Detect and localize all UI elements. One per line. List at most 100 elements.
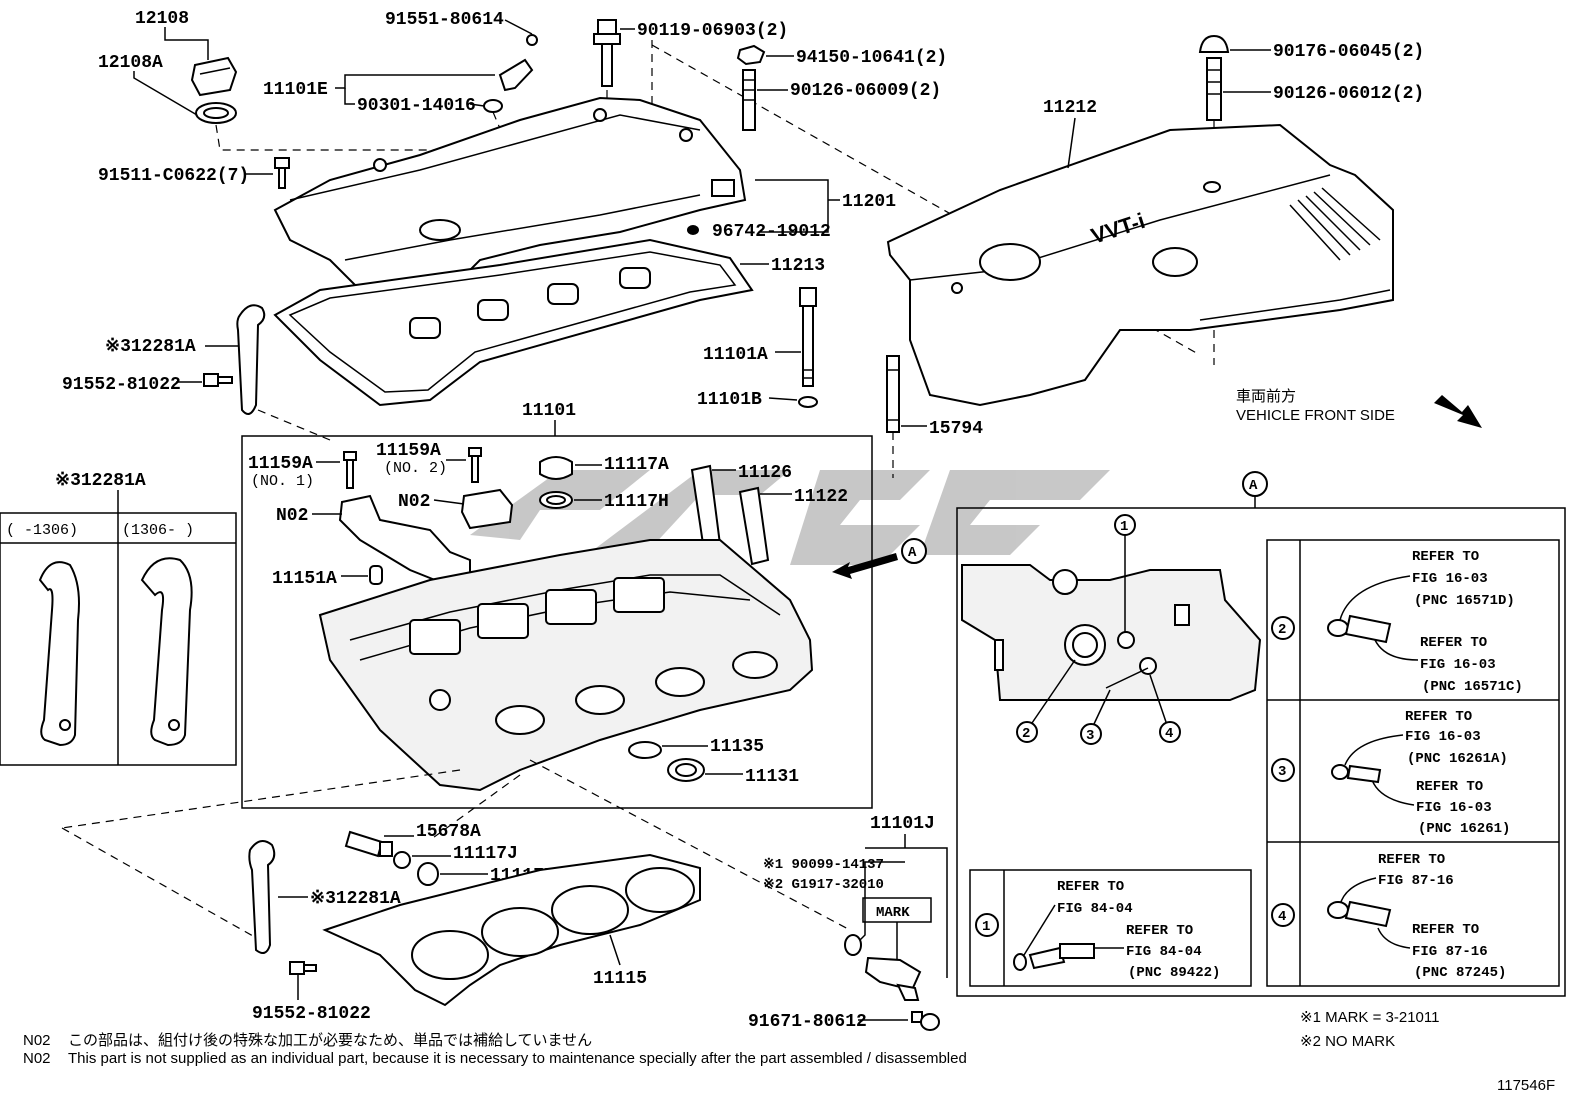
vehicle-front-arrow (1434, 395, 1482, 428)
label-12281A-lower: ※312281A (310, 889, 401, 909)
left-col2-header: (1306- ) (122, 522, 194, 539)
refs-table (1266, 539, 1560, 987)
cam-bearing-cap-N02-2 (460, 488, 514, 530)
label-11101J: 11101J (870, 814, 935, 834)
label-12281A-left: ※312281A (55, 471, 146, 491)
ref-row-1-fig2: FIG 84-04 (1126, 944, 1202, 960)
ref-row-3-pnc1: (PNC 16261A) (1407, 751, 1508, 767)
ref-row-1-ref1: REFER TO (1057, 879, 1124, 895)
label-91671-80612: 91671-80612 (748, 1012, 867, 1032)
label-90301-14016: 90301-14016 (357, 96, 476, 116)
stud-90126-06012 (1206, 57, 1222, 121)
plug-11117A (539, 456, 573, 480)
note-en-text: This part is not supplied as an individu… (68, 1050, 967, 1067)
bolt-90119 (593, 19, 621, 87)
label-11117H: 11117H (604, 492, 669, 512)
bolt-91511 (274, 157, 290, 189)
note-jp-text: この部品は、組付け後の特殊な加工が必要なため、単品では補給していません (68, 1031, 592, 1049)
ref-row-2-ref2: REFER TO (1420, 635, 1487, 651)
label-96742-19012: 96742-19012 (712, 222, 831, 242)
seal-11131 (667, 758, 705, 782)
label-90126-06009: 90126-06009(2) (790, 81, 941, 101)
label-11151A: 11151A (272, 569, 337, 589)
ref-row-4-ref2: REFER TO (1412, 922, 1479, 938)
ref-row-3-num: 3 (1278, 764, 1286, 780)
ref-row-3-fig2: FIG 16-03 (1416, 800, 1492, 816)
label-90126-06012: 90126-06012(2) (1273, 84, 1424, 104)
guide-11122 (738, 486, 770, 566)
label-91551-80614: 91551-80614 (385, 10, 504, 30)
ref-row-4-fig1: FIG 87-16 (1378, 873, 1454, 889)
hanger-variants-box (0, 512, 237, 766)
ref-row-4-ref1: REFER TO (1378, 852, 1445, 868)
bolt-91552-lower (289, 961, 317, 975)
gasket-11117H (539, 491, 573, 509)
sensor-11101E (483, 34, 538, 113)
hanger-variant-before-1306 (38, 561, 80, 747)
mark-note-2: ※2 NO MARK (1300, 1033, 1395, 1050)
gasket-11117J (393, 851, 411, 869)
figure-number: 117546F (1497, 1077, 1555, 1094)
label-11159A-no1: 11159A (248, 454, 313, 474)
label-N02-2: N02 (398, 492, 430, 512)
ref-row-1-pnc2: (PNC 89422) (1128, 965, 1220, 981)
label-91552-81022-lower: 91552-81022 (252, 1004, 371, 1024)
head-bolt-11101A (799, 287, 817, 387)
pin-11151A (369, 565, 383, 585)
label-11159A-no2-sub: (NO. 2) (384, 460, 447, 477)
cam-bearing-cap-N02-1 (338, 494, 471, 584)
ref-row-3: 3 REFER TO FIG 16-03 (PNC 16261A) REFER … (1271, 709, 1510, 837)
detail-A-callout-2: 2 (1016, 659, 1076, 743)
cylinder-head-group-box (241, 435, 873, 809)
ref-row-4: 4 REFER TO FIG 87-16 REFER TO FIG 87-16 … (1271, 852, 1506, 981)
vehicle-front-jp: 車両前方 (1236, 387, 1296, 405)
sensor-11101J (844, 934, 922, 1001)
hanger-variant-after-1306 (140, 557, 193, 747)
detail-A-callout-3: 3 (1080, 689, 1111, 745)
label-11115: 11115 (593, 969, 647, 989)
detail-A-box (956, 507, 1566, 997)
label-90099-14137: ※1 90099-14137 (763, 857, 884, 873)
ref-row-4-num: 4 (1278, 909, 1286, 925)
callout-2-text: 2 (1022, 726, 1030, 742)
grommet-96742 (687, 225, 699, 235)
detail-A-callout-1: 1 (1114, 514, 1136, 632)
ref-row-4-fig2: FIG 87-16 (1412, 944, 1488, 960)
head-gasket-11115 (322, 853, 701, 1007)
label-11101: 11101 (522, 401, 576, 421)
left-col1-header: ( -1306) (6, 522, 78, 539)
cam-bearing-15678A (344, 830, 393, 858)
label-11101A: 11101A (703, 345, 768, 365)
ref-row-1: 1 REFER TO FIG 84-04 REFER TO FIG 84-04 … (969, 869, 1252, 987)
ref-row-2-fig1: FIG 16-03 (1412, 571, 1488, 587)
callout-3-text: 3 (1086, 728, 1094, 744)
vehicle-front-en: VEHICLE FRONT SIDE (1236, 407, 1395, 424)
cylinder-head-cover-11201 (273, 96, 747, 302)
oil-filler-cap-12108 (190, 56, 238, 124)
ref-row-2-pnc1: (PNC 16571D) (1414, 593, 1515, 609)
ref-row-2-pnc2: (PNC 16571C) (1422, 679, 1523, 695)
detail-A-marker-arrow (901, 538, 927, 564)
label-11213: 11213 (771, 256, 825, 276)
cylinder-head-11101 (318, 539, 814, 792)
mark-note-1: ※1 MARK = 3-21011 (1300, 1009, 1439, 1026)
note-en-code: N02 (23, 1050, 51, 1067)
ref-row-1-fig1: FIG 84-04 (1057, 901, 1133, 917)
ref-row-1-num: 1 (982, 919, 990, 935)
label-11117A: 11117A (604, 455, 669, 475)
ref-row-4-pnc2: (PNC 87245) (1414, 965, 1506, 981)
cover-vent-lines (1289, 187, 1381, 261)
label-11101E: 11101E (263, 80, 328, 100)
label-G1917-32010: ※2 G1917-32010 (763, 877, 884, 893)
watermark-logo (470, 470, 1110, 565)
bolt-91671 (911, 1011, 940, 1031)
label-91552-81022-upper: 91552-81022 (62, 375, 181, 395)
bolt-11159A-no1 (343, 451, 357, 489)
ref-row-2: 2 REFER TO FIG 16-03 (PNC 16571D) REFER … (1271, 549, 1523, 695)
label-11131: 11131 (745, 767, 799, 787)
label-90176-06045: 90176-06045(2) (1273, 42, 1424, 62)
washer-11101B (798, 396, 818, 408)
detail-A-engine-view (961, 564, 1262, 701)
ref-row-1-ref2: REFER TO (1126, 923, 1193, 939)
ref-row-3-ref2: REFER TO (1416, 779, 1483, 795)
